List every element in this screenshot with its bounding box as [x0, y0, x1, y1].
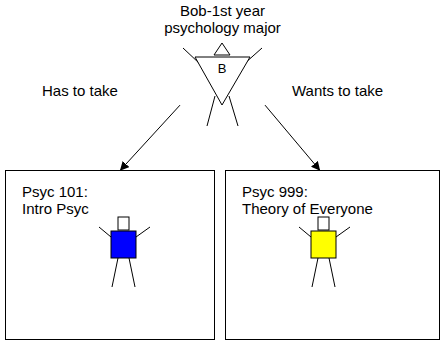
- figure-limb: [229, 96, 238, 126]
- figure-body: [195, 57, 250, 105]
- student-figure: Bob-1st year psychology majorB: [180, 40, 265, 128]
- figure-head: [118, 217, 129, 230]
- figure-head: [318, 217, 329, 230]
- figure-leg: [112, 258, 118, 287]
- figure-initial: B: [207, 61, 237, 76]
- stick-figure-outline: [180, 40, 265, 128]
- edge-label: Has to take: [40, 82, 120, 99]
- arrow-connector: [121, 105, 181, 170]
- figure-leg: [312, 258, 318, 287]
- figure-leg: [329, 258, 335, 287]
- arrow-connector: [265, 105, 320, 170]
- figure-arm: [136, 227, 150, 237]
- figure-arm: [299, 227, 311, 237]
- yellow-student-figure: [299, 217, 350, 287]
- figure-arm: [99, 227, 111, 237]
- figure-body: [311, 231, 336, 258]
- course-box: Psyc 999: Theory of Everyone: [225, 170, 440, 340]
- figure-body: [111, 231, 136, 258]
- figure-arm: [336, 227, 350, 237]
- blue-student-figure: [99, 217, 150, 287]
- figure-head: [214, 43, 230, 55]
- figure-limb: [207, 96, 215, 126]
- student-heading: Bob-1st year psychology major: [160, 2, 285, 36]
- edge-label: Wants to take: [290, 82, 385, 99]
- course-title: Psyc 101: Intro Psyc: [22, 183, 89, 217]
- course-title: Psyc 999: Theory of Everyone: [242, 183, 373, 217]
- figure-leg: [129, 258, 135, 287]
- course-box: Psyc 101: Intro Psyc: [5, 170, 215, 340]
